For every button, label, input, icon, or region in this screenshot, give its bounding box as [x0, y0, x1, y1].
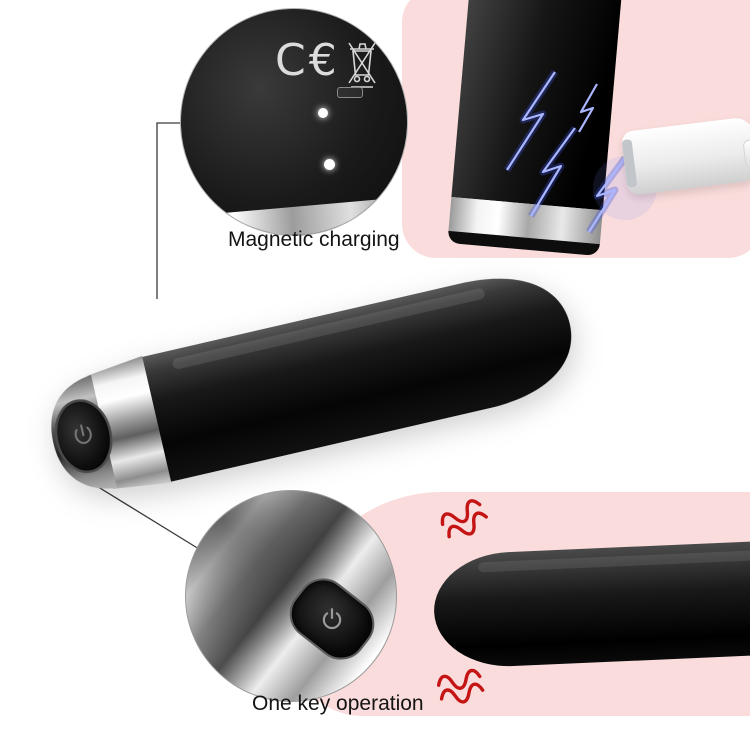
ce-mark: C€: [275, 35, 340, 86]
vibration-wave-icon: [436, 668, 485, 704]
magnetic-contact-dot: [324, 159, 335, 170]
one-key-power-button: [279, 567, 385, 671]
power-icon: [322, 608, 342, 630]
regulatory-mark-bar: [337, 87, 363, 98]
charging-panel: [402, 0, 750, 258]
product-body: [138, 278, 572, 483]
power-button: [54, 399, 113, 474]
main-product: [51, 278, 572, 489]
one-key-operation-label: One key operation: [252, 692, 424, 715]
leader-line-top: [156, 122, 181, 299]
magnetic-contact-dot: [318, 108, 328, 118]
magnifier-inset-magnetic-charging: C€: [180, 8, 408, 236]
vibration-wave-icon: [440, 499, 488, 539]
weee-crossed-bin-icon: [348, 42, 376, 88]
product-body-highlight: [172, 288, 485, 370]
device-tip-in-vibration-panel: [431, 540, 750, 670]
magnifier-inset-one-key: [185, 490, 397, 702]
magnetic-charging-label: Magnetic charging: [228, 228, 400, 251]
power-icon: [74, 424, 92, 444]
